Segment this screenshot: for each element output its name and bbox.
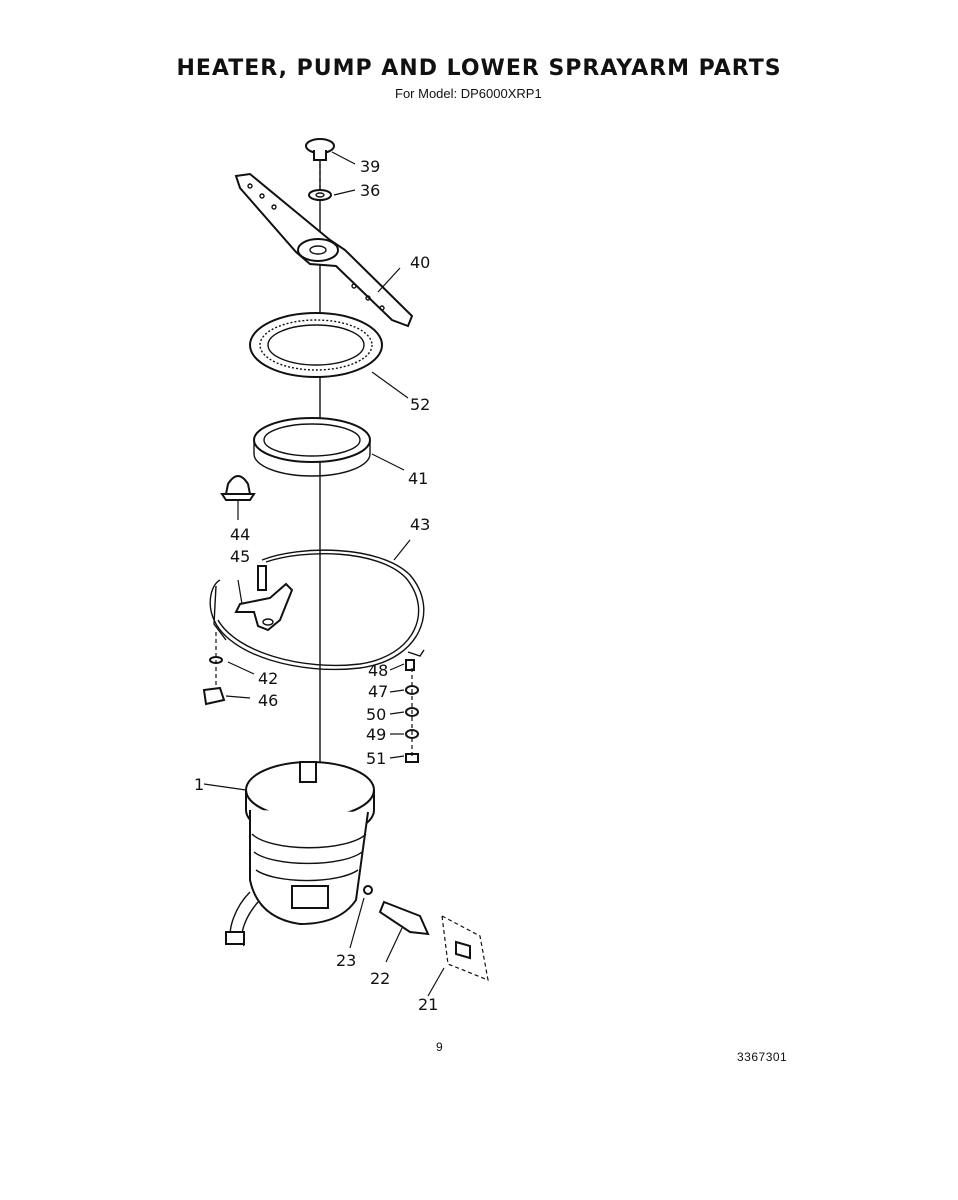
callout-50: 50 — [366, 705, 386, 724]
leader-lines — [203, 151, 445, 997]
part-21-clip — [441, 914, 489, 981]
part-51-nut — [405, 753, 419, 763]
callout-23: 23 — [336, 951, 356, 970]
callout-52: 52 — [410, 395, 430, 414]
part-23-oring — [363, 885, 373, 895]
page-number: 9 — [436, 1040, 443, 1054]
page-title: HEATER, PUMP AND LOWER SPRAYARM PARTS — [176, 56, 782, 81]
part-43-heater-element — [209, 549, 425, 671]
part-45-bracket — [234, 565, 294, 632]
callout-36: 36 — [360, 181, 380, 200]
callout-1: 1 — [194, 775, 204, 794]
part-44-clip — [220, 475, 256, 501]
part-41-filter-ring — [253, 417, 371, 477]
callout-44: 44 — [230, 525, 250, 544]
callout-42: 42 — [258, 669, 278, 688]
model-subtitle: For Model: DP6000XRP1 — [395, 86, 542, 101]
callout-45: 45 — [230, 547, 250, 566]
callout-47: 47 — [368, 682, 388, 701]
callout-39: 39 — [360, 157, 380, 176]
callout-46: 46 — [258, 691, 278, 710]
part-22-sensor — [378, 900, 430, 936]
part-40-sprayarm — [234, 172, 414, 328]
callout-21: 21 — [418, 995, 438, 1014]
callout-41: 41 — [408, 469, 428, 488]
callout-51: 51 — [366, 749, 386, 768]
part-46-bracket — [202, 686, 226, 706]
part-36-washer — [308, 189, 332, 201]
callout-48: 48 — [368, 661, 388, 680]
document-number: 3367301 — [737, 1050, 788, 1064]
callout-40: 40 — [410, 253, 430, 272]
part-1-pump-motor — [225, 761, 375, 947]
part-48-terminal — [405, 649, 425, 671]
callout-22: 22 — [370, 969, 390, 988]
callout-49: 49 — [366, 725, 386, 744]
part-52-ring — [249, 312, 383, 378]
callout-43: 43 — [410, 515, 430, 534]
part-39-cap — [305, 138, 335, 161]
